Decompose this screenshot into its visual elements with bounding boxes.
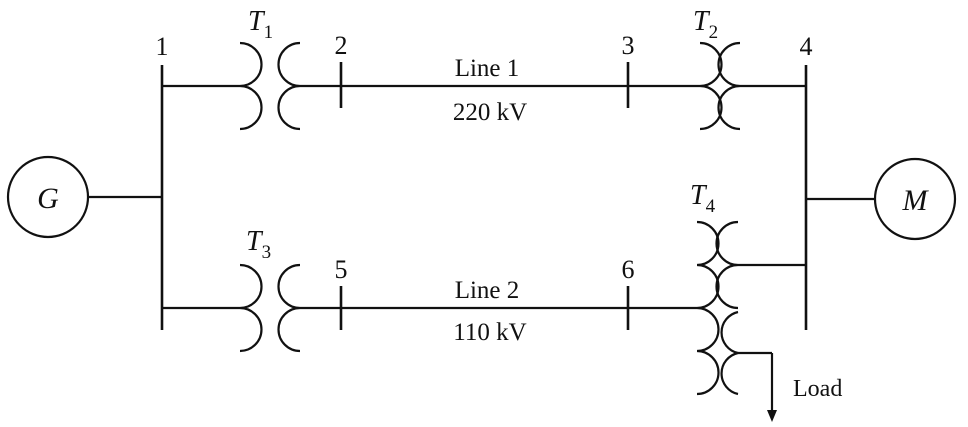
line-1-name: Line 1 bbox=[455, 55, 520, 82]
bus-4-label: 4 bbox=[800, 32, 813, 61]
transformer-t4: T4 bbox=[690, 180, 739, 396]
t3-label: T3 bbox=[246, 226, 271, 263]
transformer-t3: T3 bbox=[239, 226, 301, 353]
t4-label: T4 bbox=[690, 180, 716, 217]
transformer-t2: T2 bbox=[693, 6, 741, 131]
motor: M bbox=[873, 157, 957, 241]
t3-secondary-winding bbox=[277, 263, 301, 353]
t1-primary-winding bbox=[239, 41, 263, 131]
t1-secondary-winding bbox=[277, 41, 301, 131]
load-label: Load bbox=[793, 376, 842, 402]
generator: G bbox=[6, 155, 90, 239]
line-2-voltage: 110 kV bbox=[453, 319, 526, 346]
load: Load bbox=[738, 351, 842, 422]
line-2-name: Line 2 bbox=[455, 277, 520, 304]
bus-2-label: 2 bbox=[335, 31, 348, 60]
t2-primary-winding bbox=[699, 41, 723, 131]
bus-6-label: 6 bbox=[622, 255, 635, 284]
generator-label: G bbox=[37, 182, 59, 215]
line-1-voltage: 220 kV bbox=[453, 99, 527, 126]
transformer-t1: T1 bbox=[239, 6, 301, 131]
t1-label: T1 bbox=[248, 6, 273, 43]
load-arrow-icon bbox=[767, 410, 777, 422]
motor-circle bbox=[873, 157, 957, 241]
t2-label: T2 bbox=[693, 6, 718, 43]
bus-3-label: 3 bbox=[622, 31, 635, 60]
t4-secondary-winding bbox=[715, 220, 739, 310]
bus-1-label: 1 bbox=[156, 32, 169, 61]
t2-secondary-winding bbox=[717, 41, 741, 131]
bus-5-label: 5 bbox=[335, 255, 348, 284]
t4-tertiary-winding bbox=[720, 310, 739, 396]
t4-primary-winding bbox=[696, 220, 720, 396]
motor-label: M bbox=[902, 184, 930, 217]
t3-primary-winding bbox=[239, 263, 263, 353]
